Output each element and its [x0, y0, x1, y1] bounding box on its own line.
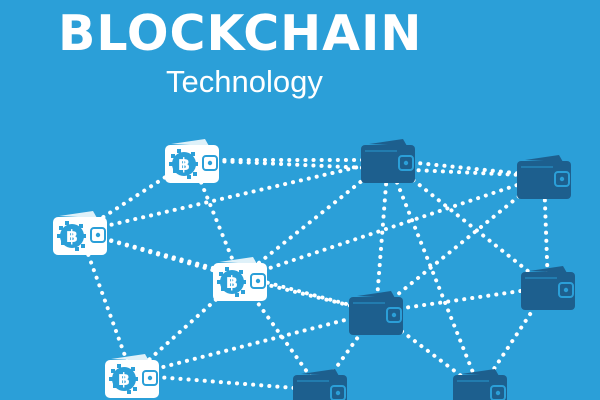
network-link-l1-l3 — [190, 158, 242, 280]
wallet-icon-d3 — [349, 291, 403, 335]
network-link-d2-d3 — [374, 174, 546, 314]
network-link-l1-l2 — [78, 158, 194, 234]
network-link-l3-d2 — [238, 174, 546, 280]
wallet-icon-d4 — [521, 266, 575, 310]
page-subtitle: Technology — [166, 64, 323, 99]
network-link-l4-d5 — [130, 373, 322, 392]
network-link-d1-d6 — [386, 158, 482, 392]
bitcoin-wallet-icon-l3: ฿ — [213, 257, 267, 301]
network-link-d3-d4 — [374, 285, 550, 314]
network-link-l2-l4 — [78, 230, 134, 377]
wallet-icon-d5 — [293, 369, 347, 400]
page-title: BLOCKCHAIN — [58, 5, 423, 62]
bitcoin-wallet-icon-l4: ฿ — [105, 354, 159, 398]
network-link-l1-d2 — [190, 158, 546, 178]
network-link-d1-d4 — [386, 158, 550, 289]
network-link-d3-d6 — [374, 310, 482, 392]
svg-text:฿: ฿ — [226, 273, 238, 293]
network-links — [78, 158, 550, 392]
network-link-l4-d3 — [130, 310, 378, 377]
svg-text:฿: ฿ — [178, 155, 190, 175]
network-link-d1-d3 — [374, 158, 390, 314]
bitcoin-wallet-icon-l1: ฿ — [165, 139, 219, 183]
network-link-l3-d1 — [238, 158, 390, 280]
network-link-d2-d4 — [542, 174, 550, 289]
bitcoin-wallet-icon-l2: ฿ — [53, 211, 107, 255]
network-nodes: ฿฿฿฿ — [53, 139, 575, 400]
wallet-icon-d1 — [361, 139, 415, 183]
wallet-icon-d2 — [517, 155, 571, 199]
wallet-icon-d6 — [453, 369, 507, 400]
svg-text:฿: ฿ — [118, 370, 130, 390]
svg-text:฿: ฿ — [66, 227, 78, 247]
